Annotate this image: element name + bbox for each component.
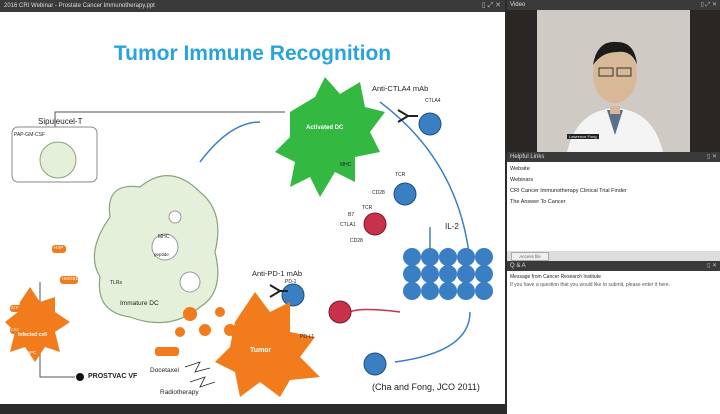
antibody-ctla4 — [397, 109, 418, 123]
label-docetaxel: Docetaxel — [150, 367, 179, 374]
helpful-links-header: Helpful Links ▯ ✕ — [507, 152, 720, 162]
window-controls[interactable]: ▯ ⤢ ✕ — [481, 2, 501, 9]
qa-controls[interactable]: ▯ ✕ — [707, 263, 717, 269]
t-cell — [281, 283, 305, 307]
label-anti-pd1: Anti-PD-1 mAb — [252, 269, 303, 278]
link-item[interactable]: CRI Cancer Immunotherapy Clinical Trial … — [510, 188, 627, 194]
link-item[interactable]: The Answer To Cancer — [510, 199, 566, 205]
dc-vesicle — [179, 271, 201, 293]
label-cla1: CTLA1 — [340, 222, 356, 228]
links-toolbar: Access file — [507, 251, 720, 261]
arrow-immature-to-activated — [199, 121, 261, 163]
label-prostvac: PROSTVAC VF — [88, 373, 138, 380]
label-ctla4: CTLA4 — [425, 98, 441, 104]
tumor-shape — [215, 292, 320, 397]
infected-cell-shape — [5, 287, 70, 362]
helpful-links-controls[interactable]: ▯ ✕ — [707, 154, 717, 160]
treg-cell — [363, 212, 387, 236]
label-crt: CRT — [11, 327, 20, 332]
radiation-zigzag — [189, 376, 216, 388]
label-pdl1: PD-L1 — [300, 334, 315, 340]
slide: Tumor Immune Recognition — [0, 12, 505, 404]
label-hsp: HSP — [54, 245, 64, 250]
slide-diagram — [5, 77, 493, 397]
atp-marker — [10, 305, 22, 312]
crt-marker — [10, 327, 22, 334]
label-pap-gmcsf: PAP-GM-CSF — [14, 132, 46, 138]
video-titlebar: Video ▯ ⤢ ✕ — [507, 0, 720, 10]
label-tlrs: TLRs — [110, 280, 122, 286]
label-anti-ctla4: Anti-CTLA4 mAb — [372, 84, 429, 93]
qa-title: Q & A — [510, 263, 526, 269]
video-title: Video — [510, 2, 526, 8]
helpful-links-list: Website Webinars CRI Cancer Immunotherap… — [507, 162, 720, 251]
label-pd1: PD-1 — [285, 279, 297, 285]
presentation-titlebar: 2016 CRI Webinar - Prostate Cancer Immun… — [0, 0, 505, 12]
helpful-links-title: Helpful Links — [510, 154, 545, 160]
speaker-name-tag: Lawrence Fong — [567, 134, 599, 139]
label-cd28-top: CD28 — [372, 190, 385, 196]
label-radiotherapy: Radiotherapy — [160, 389, 199, 396]
sipuleucel-cell — [39, 141, 77, 179]
label-atp: ATP — [11, 305, 19, 310]
slide-title: Tumor Immune Recognition — [113, 42, 392, 65]
arrow-sipuleucel-to-dc — [54, 111, 285, 127]
arrow-tcell-to-tumor — [394, 311, 471, 363]
video-feed: Lawrence Fong — [507, 10, 720, 152]
presentation-title: 2016 CRI Webinar - Prostate Cancer Immun… — [4, 3, 155, 9]
label-tumor: Tumor — [250, 347, 272, 354]
label-tcr-top: TCR — [395, 172, 406, 178]
label-infected-cell: Infected cell — [18, 332, 47, 338]
arrow-activated-to-tcell — [379, 101, 471, 263]
qa-header: Q & A ▯ ✕ — [507, 261, 720, 271]
sidebar: Video ▯ ⤢ ✕ Lawrence Fong Helpful Links … — [507, 0, 720, 414]
label-mhc-top: MHC — [340, 162, 352, 168]
label-tcr-mid: TCR — [362, 205, 373, 211]
qa-panel: Message from Cancer Research Institute I… — [507, 271, 720, 414]
hmgb1-marker — [60, 276, 78, 284]
label-immature-dc: Immature DC — [120, 300, 159, 307]
ctla-marker — [155, 347, 179, 356]
link-item[interactable]: Webinars — [510, 177, 534, 183]
label-peptide: peptide — [154, 252, 169, 257]
slide-citation: (Cha and Fong, JCO 2011) — [372, 382, 480, 392]
t-cell — [393, 182, 417, 206]
antibody-pd1 — [269, 284, 288, 298]
activated-dc-shape — [275, 77, 385, 197]
qa-message: Message from Cancer Research Institute — [510, 274, 601, 280]
tumor-debris — [175, 307, 236, 337]
link-item[interactable]: Website — [510, 166, 530, 172]
dc-vesicle — [151, 233, 179, 261]
label-mhc-dc: MHC — [158, 234, 170, 240]
arrow-red — [349, 308, 401, 313]
video-window-controls[interactable]: ▯ ⤢ ✕ — [700, 2, 717, 8]
label-activated-dc: Activated DC — [306, 125, 344, 131]
label-il2: IL-2 — [445, 222, 459, 231]
label-cd28-bot: CD28 — [350, 238, 363, 244]
label-hmgb1: HMGB1 — [62, 276, 79, 281]
t-cell — [363, 352, 387, 376]
qa-subtext: If you have a question that you would li… — [510, 282, 671, 288]
radiation-zigzag — [184, 361, 211, 373]
presentation-window: 2016 CRI Webinar - Prostate Cancer Immun… — [0, 0, 505, 404]
t-cell-cluster — [403, 248, 493, 300]
t-cell — [418, 112, 442, 136]
treg-cell — [328, 300, 352, 324]
hsp-marker — [52, 245, 66, 253]
label-sipuleucel: Sipuleucel-T — [38, 117, 83, 126]
access-file-button[interactable]: Access file — [511, 252, 549, 261]
dc-vesicle — [168, 210, 182, 224]
prostvac-dot — [76, 373, 84, 381]
label-apc: APC — [27, 350, 37, 355]
label-b7: B7 — [348, 212, 355, 218]
speaker-video — [507, 10, 720, 152]
